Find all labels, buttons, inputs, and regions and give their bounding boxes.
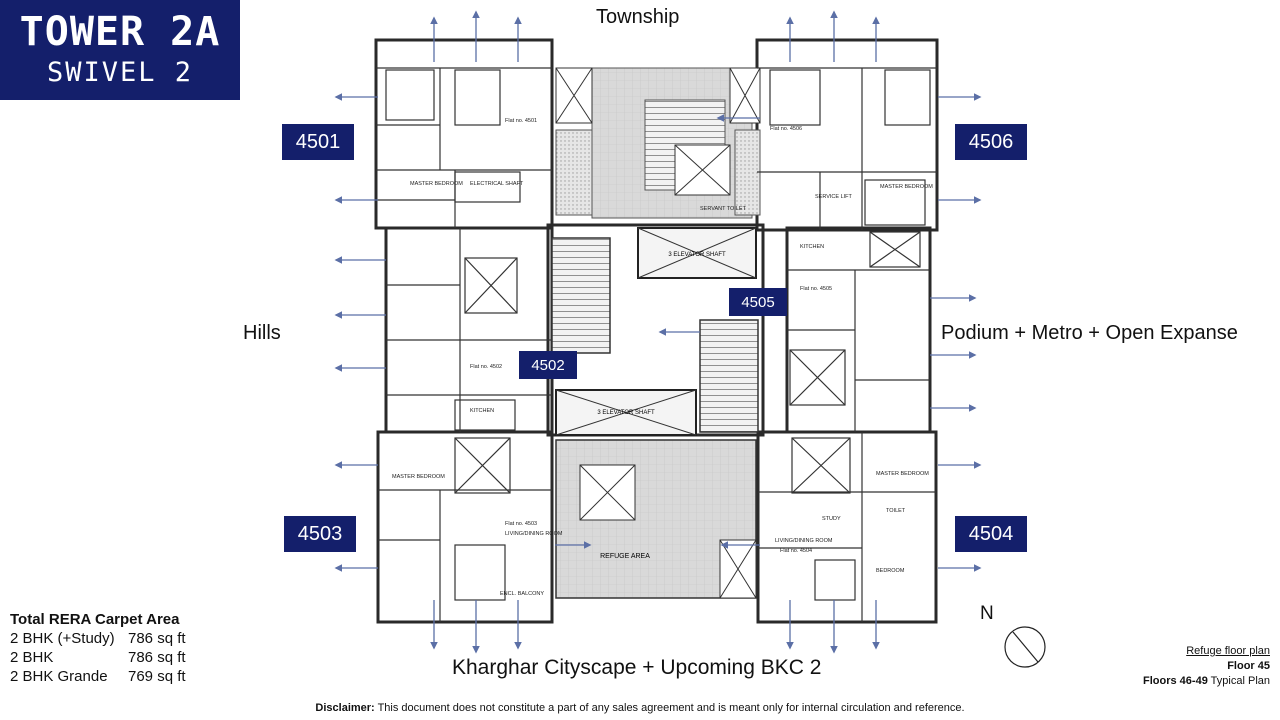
typical-plan-text: Typical Plan (1207, 675, 1270, 687)
disclaimer-text: This document does not constitute a part… (374, 702, 965, 714)
area-value: 786 sq ft (128, 630, 186, 647)
balcony-4503: ENCL. BALCONY (500, 591, 544, 597)
flat-4501-label: Flat no. 4501 (505, 118, 537, 124)
refuge-area-label: REFUGE AREA (600, 553, 650, 560)
unit-badge-4505: 4505 (729, 288, 787, 316)
elevator-shaft-mid-label: 3 ELEVATOR SHAFT (597, 410, 655, 416)
compass-rose (1004, 626, 1046, 668)
view-arrows (334, 10, 982, 654)
area-row: 2 BHK Grande 769 sq ft (10, 667, 186, 686)
view-label-right: Podium + Metro + Open Expanse (941, 322, 1238, 344)
unit-badge-4504: 4504 (955, 516, 1027, 552)
area-type: 2 BHK Grande (10, 668, 108, 685)
service-lift-label: SERVICE LIFT (815, 194, 853, 200)
flat-4505-label: Flat no. 4505 (800, 286, 832, 292)
study-4504: STUDY (822, 516, 841, 522)
bedroom-4504: BEDROOM (876, 568, 905, 574)
elevator-shaft-top-label: 3 ELEVATOR SHAFT (668, 252, 726, 258)
unit-badge-4503: 4503 (284, 516, 356, 552)
master-bedroom-4504: MASTER BEDROOM (876, 471, 929, 477)
area-value: 786 sq ft (128, 649, 186, 666)
typical-plan-line: Floors 46-49 Typical Plan (1143, 674, 1270, 689)
flat-4504-label: Flat no. 4504 (780, 548, 812, 554)
unit-badge-4501: 4501 (282, 124, 354, 160)
unit-badge-4506: 4506 (955, 124, 1027, 160)
master-bedroom-4503: MASTER BEDROOM (392, 474, 445, 480)
servant-toilet-label: SERVANT TOILET (700, 206, 747, 212)
flat-4502-label: Flat no. 4502 (470, 364, 502, 370)
flat-4506-label: Flat no. 4506 (770, 126, 802, 132)
typical-floors: Floors 46-49 (1143, 675, 1208, 687)
living-dining-4504: LIVING/DINING ROOM (775, 538, 833, 544)
view-label-left: Hills (243, 322, 281, 344)
living-dining-4503: LIVING/DINING ROOM (505, 531, 563, 537)
view-label-top: Township (596, 6, 680, 28)
kitchen-4502: KITCHEN (470, 408, 494, 414)
toilet-4504: TOILET (886, 508, 906, 514)
kitchen-4505: KITCHEN (800, 244, 824, 250)
view-label-bottom: Kharghar Cityscape + Upcoming BKC 2 (452, 656, 822, 679)
area-type: 2 BHK (+Study) (10, 630, 115, 647)
flat-4503-label: Flat no. 4503 (505, 521, 537, 527)
area-value: 769 sq ft (128, 668, 186, 685)
tower-title: TOWER 2A (19, 9, 221, 55)
tower-title-box: TOWER 2A SWIVEL 2 (0, 0, 240, 100)
refuge-floor-label: Refuge floor plan (1186, 645, 1270, 657)
carpet-area-summary: Total RERA Carpet Area 2 BHK (+Study) 78… (10, 610, 186, 686)
area-row: 2 BHK 786 sq ft (10, 648, 186, 667)
floor-number: Floor 45 (1227, 660, 1270, 672)
carpet-area-title: Total RERA Carpet Area (10, 611, 180, 628)
area-row: 2 BHK (+Study) 786 sq ft (10, 629, 186, 648)
area-type: 2 BHK (10, 649, 54, 666)
floor-info: Refuge floor plan Floor 45 Floors 46-49 … (1143, 644, 1270, 689)
disclaimer: Disclaimer: This document does not const… (0, 702, 1280, 714)
disclaimer-label: Disclaimer: (315, 702, 375, 714)
north-label: N (980, 603, 994, 624)
tower-subtitle: SWIVEL 2 (46, 57, 194, 88)
electrical-shaft-label: ELECTRICAL SHAFT (470, 181, 524, 187)
unit-badge-4502: 4502 (519, 351, 577, 379)
master-bedroom-4501: MASTER BEDROOM (410, 181, 463, 187)
master-bedroom-4506: MASTER BEDROOM (880, 184, 933, 190)
